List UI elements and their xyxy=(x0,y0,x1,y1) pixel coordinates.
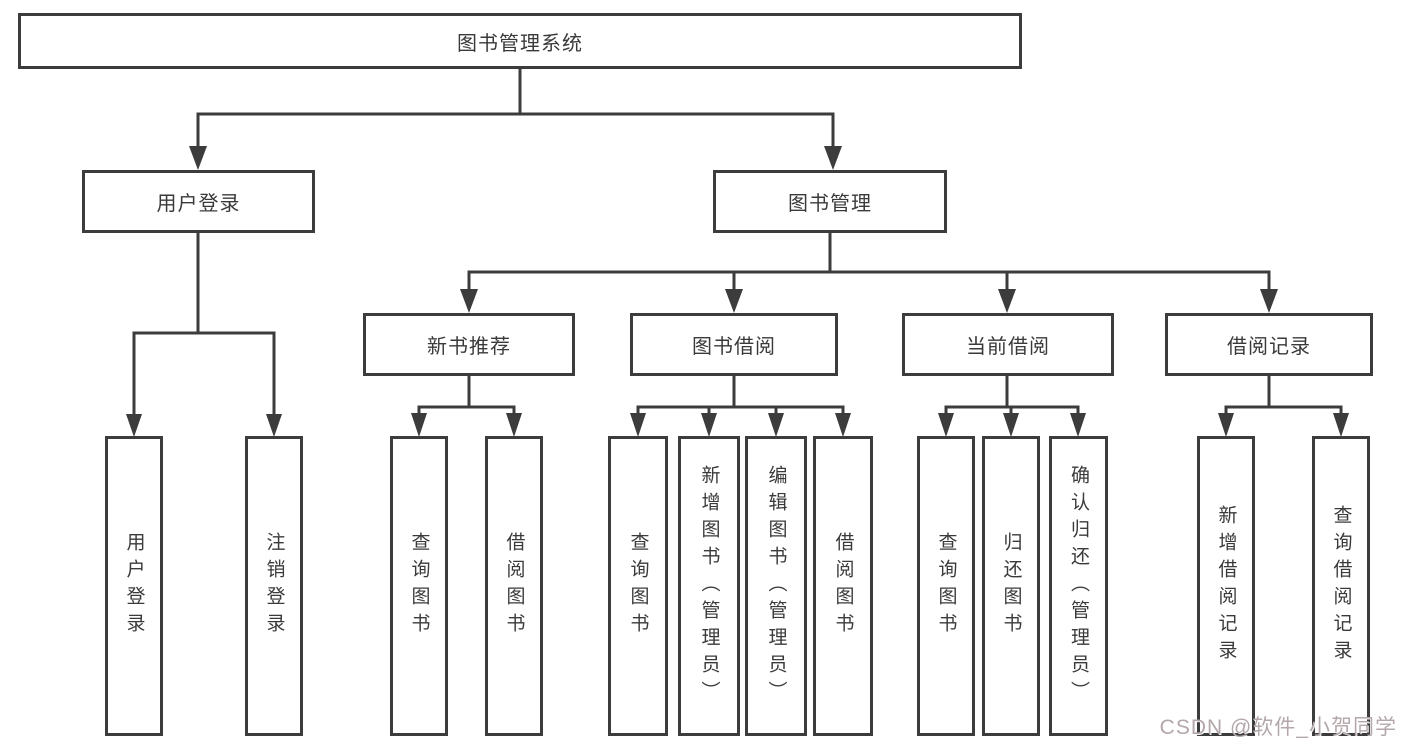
leaf-borrow-books-1-label: 借阅图书 xyxy=(503,532,525,640)
leaf-user-login: 用户登录 xyxy=(105,436,163,736)
edge-level1-splitter xyxy=(196,112,835,152)
node-borrow-records-label: 借阅记录 xyxy=(1227,336,1311,358)
leaf-query-borrow-record-label: 查询借阅记录 xyxy=(1330,505,1352,667)
leaf-query-books-2: 查询图书 xyxy=(608,436,668,736)
leaf-return-book-label: 归还图书 xyxy=(1000,532,1022,640)
node-new-book-recommend: 新书推荐 xyxy=(363,313,575,376)
node-user-login: 用户登录 xyxy=(82,170,315,233)
leaf-borrow-books-2-label: 借阅图书 xyxy=(832,532,854,640)
csdn-watermark: CSDN @软件_小贺同学 xyxy=(1159,716,1397,739)
leaf-query-books-2-label: 查询图书 xyxy=(627,532,649,640)
node-current-borrow: 当前借阅 xyxy=(902,313,1114,376)
edge-level2-splitter xyxy=(467,270,1271,293)
node-user-login-label: 用户登录 xyxy=(156,193,241,215)
leaf-query-books-1-label: 查询图书 xyxy=(408,532,430,640)
leaf-query-books-1: 查询图书 xyxy=(390,436,448,736)
node-book-mgmt: 图书管理 xyxy=(713,170,947,233)
leaf-add-book-admin-label: 新增图书（管理员） xyxy=(698,464,720,708)
leaf-edit-book-admin: 编辑图书（管理员） xyxy=(745,436,807,736)
edge-user-login-splitter xyxy=(132,331,276,418)
leaf-query-books-3: 查询图书 xyxy=(917,436,975,736)
node-root: 图书管理系统 xyxy=(18,13,1022,69)
node-borrow-records: 借阅记录 xyxy=(1165,313,1373,376)
leaf-borrow-books-1: 借阅图书 xyxy=(485,436,543,736)
leaf-confirm-return-admin-label: 确认归还（管理员） xyxy=(1068,464,1089,708)
leaf-borrow-books-2: 借阅图书 xyxy=(813,436,873,736)
leaf-add-book-admin: 新增图书（管理员） xyxy=(678,436,740,736)
node-new-book-recommend-label: 新书推荐 xyxy=(427,336,511,358)
edge-book-borrow-splitter xyxy=(636,405,845,418)
arrowheads xyxy=(126,146,1349,437)
leaf-edit-book-admin-label: 编辑图书（管理员） xyxy=(765,464,787,708)
leaf-add-borrow-record: 新增借阅记录 xyxy=(1197,436,1255,736)
node-book-borrow: 图书借阅 xyxy=(630,313,838,376)
leaf-logout: 注销登录 xyxy=(245,436,303,736)
leaf-query-books-3-label: 查询图书 xyxy=(935,532,957,640)
leaf-user-login-label: 用户登录 xyxy=(123,532,145,640)
node-book-mgmt-label: 图书管理 xyxy=(788,193,872,215)
leaf-return-book: 归还图书 xyxy=(982,436,1040,736)
edge-borrow-records-splitter xyxy=(1224,405,1343,418)
leaf-confirm-return-admin: 确认归还（管理员） xyxy=(1049,436,1108,736)
leaf-add-borrow-record-label: 新增借阅记录 xyxy=(1215,505,1237,667)
node-book-borrow-label: 图书借阅 xyxy=(692,336,776,358)
leaf-query-borrow-record: 查询借阅记录 xyxy=(1312,436,1370,736)
node-root-label: 图书管理系统 xyxy=(457,32,583,55)
leaf-logout-label: 注销登录 xyxy=(263,532,285,640)
node-current-borrow-label: 当前借阅 xyxy=(966,336,1050,358)
edge-new-book-splitter xyxy=(417,405,516,418)
